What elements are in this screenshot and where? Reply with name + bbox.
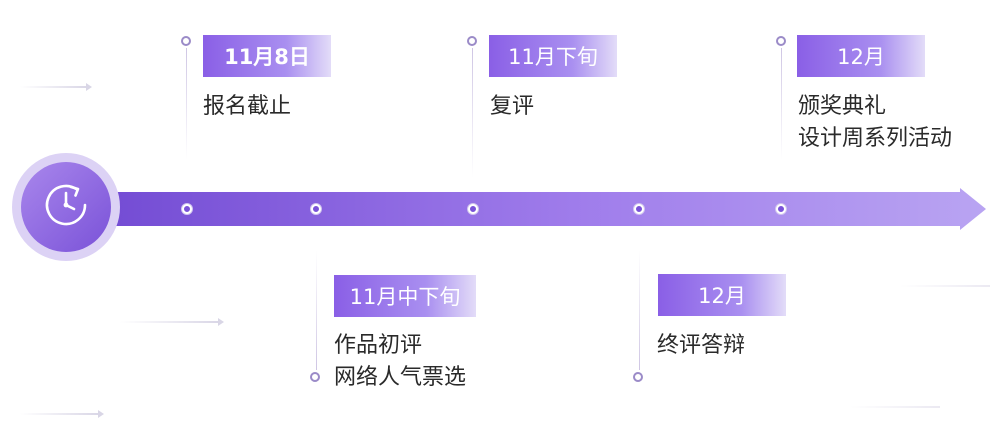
- milestone-connector: [639, 250, 640, 370]
- milestone-date-tag: 11月中下旬: [334, 275, 476, 317]
- milestone-event: 终评答辩: [657, 330, 745, 362]
- timeline-dot: [182, 204, 192, 214]
- milestone-event-line: 颁奖典礼: [798, 94, 887, 119]
- milestone-pin: [181, 36, 191, 46]
- clock-refresh-icon: [37, 176, 95, 238]
- milestone-event: 作品初评 网络人气票选: [334, 330, 466, 394]
- decorative-line: [120, 318, 224, 326]
- milestone-pin: [467, 36, 477, 46]
- milestone-event-line: 复评: [490, 94, 535, 119]
- milestone-event: 报名截止: [203, 91, 291, 123]
- timeline-dot: [634, 204, 644, 214]
- timeline-dot: [468, 204, 478, 214]
- timeline-dot: [311, 204, 321, 214]
- milestone-pin: [633, 372, 643, 382]
- milestone-date-tag: 12月: [658, 274, 786, 316]
- milestone-event-line: 报名截止: [203, 94, 292, 119]
- decorative-line: [850, 406, 940, 408]
- decorative-line: [20, 83, 92, 91]
- milestone-connector: [472, 48, 473, 178]
- milestone-event: 复评: [490, 91, 534, 123]
- milestone-date-tag: 12月: [797, 35, 925, 77]
- timeline-dot: [776, 204, 786, 214]
- milestone-connector: [781, 48, 782, 160]
- decorative-line: [900, 285, 990, 287]
- decorative-line: [20, 410, 104, 418]
- milestone-connector: [316, 250, 317, 370]
- milestone-pin: [310, 372, 320, 382]
- milestone-date-tag: 11月下旬: [489, 35, 617, 77]
- milestone-event-line: 终评答辩: [657, 333, 746, 358]
- milestone-date-tag: 11月8日: [203, 35, 331, 77]
- clock-badge: [12, 153, 120, 261]
- milestone-pin: [776, 36, 786, 46]
- milestone-event-line: 作品初评: [334, 333, 423, 358]
- milestone-connector: [186, 48, 187, 160]
- milestone-event-line: 网络人气票选: [334, 365, 467, 390]
- milestone-event: 颁奖典礼 设计周系列活动: [798, 91, 952, 155]
- milestone-event-line: 设计周系列活动: [798, 126, 953, 151]
